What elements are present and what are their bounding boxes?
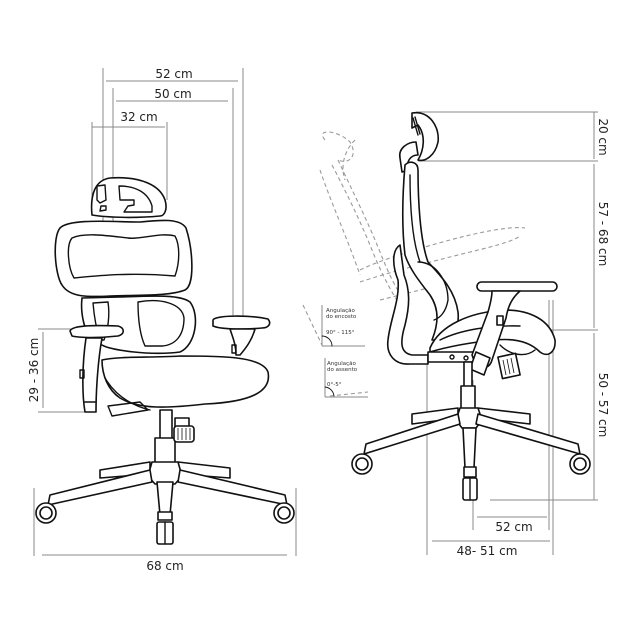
seat-angle-title-2: do assento	[327, 367, 358, 373]
front-armrests	[69, 315, 271, 413]
side-gas-lift	[460, 361, 476, 411]
front-backrest-width-label: 50 cm	[154, 87, 191, 101]
front-headrest-width-label: 32 cm	[120, 110, 157, 124]
side-base	[351, 407, 591, 501]
front-gas-lift	[154, 409, 195, 467]
side-headrest-height-label: 20 cm	[596, 118, 610, 155]
backrest-angle-annotation: Angulação do encosto 90° - 115°	[302, 304, 365, 347]
front-dimension-lines	[33, 68, 297, 556]
side-view: Angulação do encosto 90° - 115° Angulaçã…	[302, 111, 610, 558]
front-view: 52 cm 50 cm 32 cm 29 - 36 cm 68 cm	[27, 67, 297, 573]
front-seat	[101, 355, 270, 417]
side-base-depth-label: 48- 51 cm	[457, 544, 518, 558]
side-backrest	[386, 161, 460, 365]
side-seat-height-label: 50 - 57 cm	[596, 373, 610, 438]
reclined-ghost-outline	[319, 131, 526, 306]
side-headrest	[398, 112, 439, 173]
seat-angle-value: 0°-5°	[327, 382, 342, 388]
side-armrest	[469, 281, 558, 380]
backrest-angle-title-1: Angulação	[326, 308, 356, 314]
front-headrest	[90, 176, 167, 219]
backrest-angle-value: 90° - 115°	[326, 330, 355, 336]
seat-angle-annotation: Angulação do assento 0°-5°	[324, 358, 369, 398]
front-base	[35, 461, 295, 545]
side-backrest-height-label: 57 - 68 cm	[596, 202, 610, 267]
front-armrest-height-label: 29 - 36 cm	[27, 338, 41, 403]
backrest-angle-title-2: do encosto	[326, 314, 357, 320]
side-seat-depth-label: 52 cm	[495, 520, 532, 534]
front-width-52-label: 52 cm	[155, 67, 192, 81]
front-base-width-label: 68 cm	[146, 559, 183, 573]
seat-angle-title-1: Angulação	[327, 361, 357, 367]
front-backrest	[54, 219, 197, 355]
